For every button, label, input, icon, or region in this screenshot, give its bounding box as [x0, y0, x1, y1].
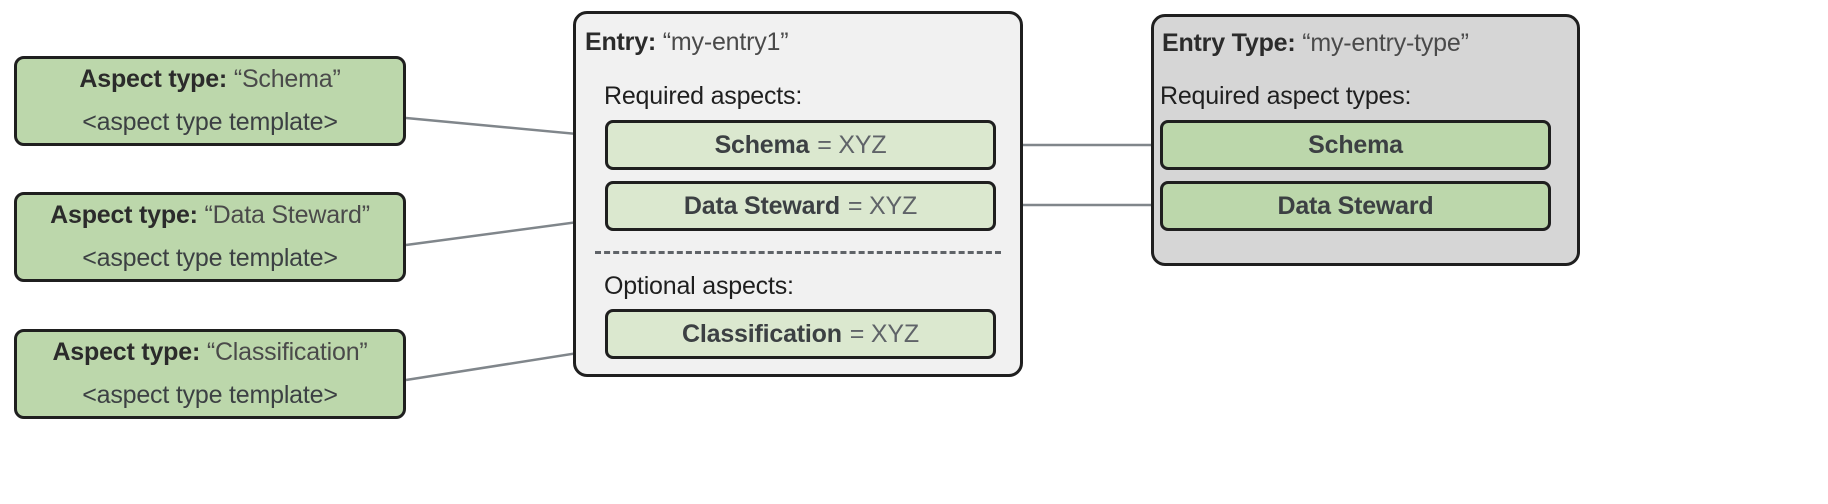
- entry-aspect-value: = XYZ: [849, 319, 919, 348]
- aspect-type-template: <aspect type template>: [82, 381, 338, 409]
- aspect-type-box-schema[interactable]: Aspect type: “Schema” <aspect type templ…: [14, 56, 406, 146]
- aspect-type-heading: Aspect type: “Classification”: [52, 338, 367, 367]
- aspect-type-label: Aspect type:: [79, 65, 228, 93]
- required-aspects-label: Required aspects:: [604, 82, 803, 110]
- entry-type-name: “my-entry-type”: [1302, 29, 1469, 57]
- entry-type-chip-data-steward[interactable]: Data Steward: [1160, 181, 1551, 231]
- aspect-type-label: Aspect type:: [50, 201, 198, 229]
- entry-type-heading: Entry Type: “my-entry-type”: [1162, 29, 1469, 58]
- entry-aspect-name: Data Steward: [683, 191, 840, 220]
- required-optional-divider: [595, 251, 1001, 254]
- entry-aspect-name: Classification: [682, 319, 842, 348]
- entry-type-chip-name: Schema: [1308, 130, 1403, 159]
- entry-aspect-chip-schema[interactable]: Schema = XYZ: [605, 120, 996, 170]
- aspect-type-template: <aspect type template>: [82, 244, 338, 272]
- optional-aspects-label: Optional aspects:: [604, 272, 794, 300]
- entry-aspect-value: = XYZ: [847, 191, 918, 220]
- aspect-type-template: <aspect type template>: [82, 108, 338, 136]
- entry-name: “my-entry1”: [662, 28, 789, 56]
- aspect-type-label: Aspect type:: [52, 338, 201, 366]
- aspect-type-name: “Schema”: [233, 65, 341, 93]
- entry-heading: Entry: “my-entry1”: [585, 28, 789, 57]
- aspect-type-heading: Aspect type: “Schema”: [79, 65, 340, 94]
- entry-type-chip-name: Data Steward: [1277, 191, 1434, 220]
- aspect-type-box-data-steward[interactable]: Aspect type: “Data Steward” <aspect type…: [14, 192, 406, 282]
- entry-type-chip-schema[interactable]: Schema: [1160, 120, 1551, 170]
- entry-aspect-value: = XYZ: [817, 130, 887, 159]
- required-aspect-types-label: Required aspect types:: [1160, 82, 1412, 110]
- aspect-type-heading: Aspect type: “Data Steward”: [50, 201, 370, 230]
- entry-aspect-chip-classification[interactable]: Classification = XYZ: [605, 309, 996, 359]
- aspect-type-box-classification[interactable]: Aspect type: “Classification” <aspect ty…: [14, 329, 406, 419]
- entry-aspect-chip-data-steward[interactable]: Data Steward = XYZ: [605, 181, 996, 231]
- aspect-type-name: “Data Steward”: [204, 201, 371, 229]
- aspect-type-name: “Classification”: [206, 338, 368, 366]
- entry-aspect-name: Schema: [714, 130, 810, 159]
- entry-label: Entry:: [585, 28, 657, 56]
- entry-type-label: Entry Type:: [1162, 29, 1296, 57]
